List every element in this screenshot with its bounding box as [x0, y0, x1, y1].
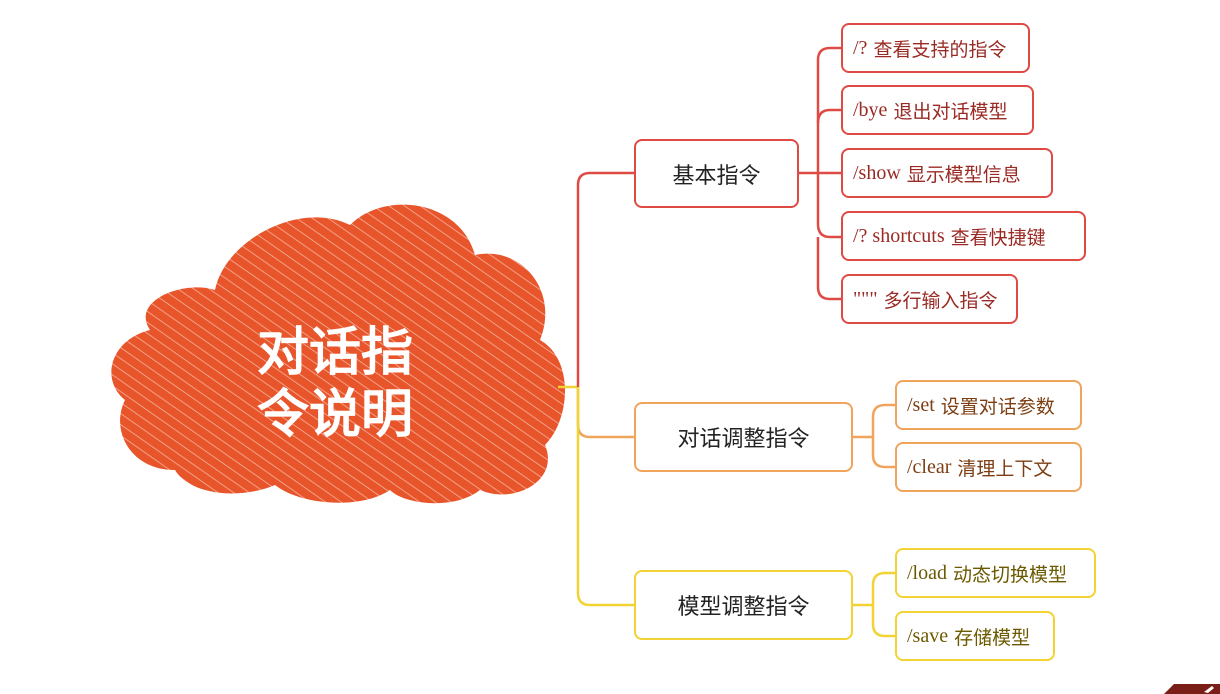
root-title-line-2: 令说明: [256, 385, 413, 445]
connectors-model-leaves: [853, 571, 895, 638]
leaf-help[interactable]: /? 查看支持的指令: [841, 23, 1030, 73]
root-title-line-1: 对话指: [256, 323, 413, 383]
connectors-basic-leaves: [799, 46, 841, 301]
leaf-help-cmd: /?: [853, 36, 868, 59]
branch-model-label: 模型调整指令: [677, 595, 810, 620]
root-cloud-shape: [111, 204, 566, 504]
leaf-save[interactable]: /save 存储模型: [895, 611, 1055, 661]
leaf-set-cmd: /set: [907, 393, 935, 416]
leaf-load-cmd: /load: [907, 561, 947, 584]
leaf-clear-desc: 清理上下文: [957, 457, 1053, 480]
leaf-show[interactable]: /show 显示模型信息: [841, 148, 1053, 198]
leaf-clear-cmd: /clear: [907, 455, 952, 478]
leaf-load-desc: 动态切换模型: [953, 563, 1068, 586]
branch-model[interactable]: 模型调整指令: [634, 570, 853, 640]
leaf-shortcuts-cmd: /? shortcuts: [853, 224, 945, 247]
connector-dialog: [576, 387, 634, 439]
leaf-set-desc: 设置对话参数: [940, 395, 1055, 418]
leaf-bye-desc: 退出对话模型: [893, 100, 1008, 123]
leaf-bye[interactable]: /bye 退出对话模型: [841, 85, 1034, 135]
branch-basic-label: 基本指令: [672, 163, 761, 189]
corner-logo-icon: [1164, 684, 1220, 694]
leaf-clear[interactable]: /clear 清理上下文: [895, 442, 1082, 492]
leaf-shortcuts[interactable]: /? shortcuts 查看快捷键: [841, 211, 1086, 261]
leaf-multiline-desc: 多行输入指令: [883, 289, 998, 312]
leaf-set[interactable]: /set 设置对话参数: [895, 380, 1082, 430]
leaf-load[interactable]: /load 动态切换模型: [895, 548, 1096, 598]
leaf-show-desc: 显示模型信息: [906, 163, 1021, 186]
leaf-multiline-cmd: """: [853, 287, 878, 310]
leaf-shortcuts-desc: 查看快捷键: [950, 226, 1046, 249]
leaf-save-desc: 存储模型: [954, 626, 1031, 649]
connector-basic: [576, 171, 634, 387]
leaf-bye-cmd: /bye: [853, 98, 888, 121]
leaf-save-cmd: /save: [907, 624, 949, 647]
branch-dialog[interactable]: 对话调整指令: [634, 402, 853, 472]
leaf-help-desc: 查看支持的指令: [873, 38, 1007, 61]
root-title: 对话指 令说明: [225, 322, 445, 446]
connector-model: [576, 387, 634, 607]
branch-dialog-label: 对话调整指令: [677, 427, 810, 452]
leaf-multiline[interactable]: """ 多行输入指令: [841, 274, 1018, 324]
leaf-show-cmd: /show: [853, 161, 901, 184]
branch-basic[interactable]: 基本指令: [634, 139, 799, 208]
connectors-dialog-leaves: [853, 403, 895, 469]
